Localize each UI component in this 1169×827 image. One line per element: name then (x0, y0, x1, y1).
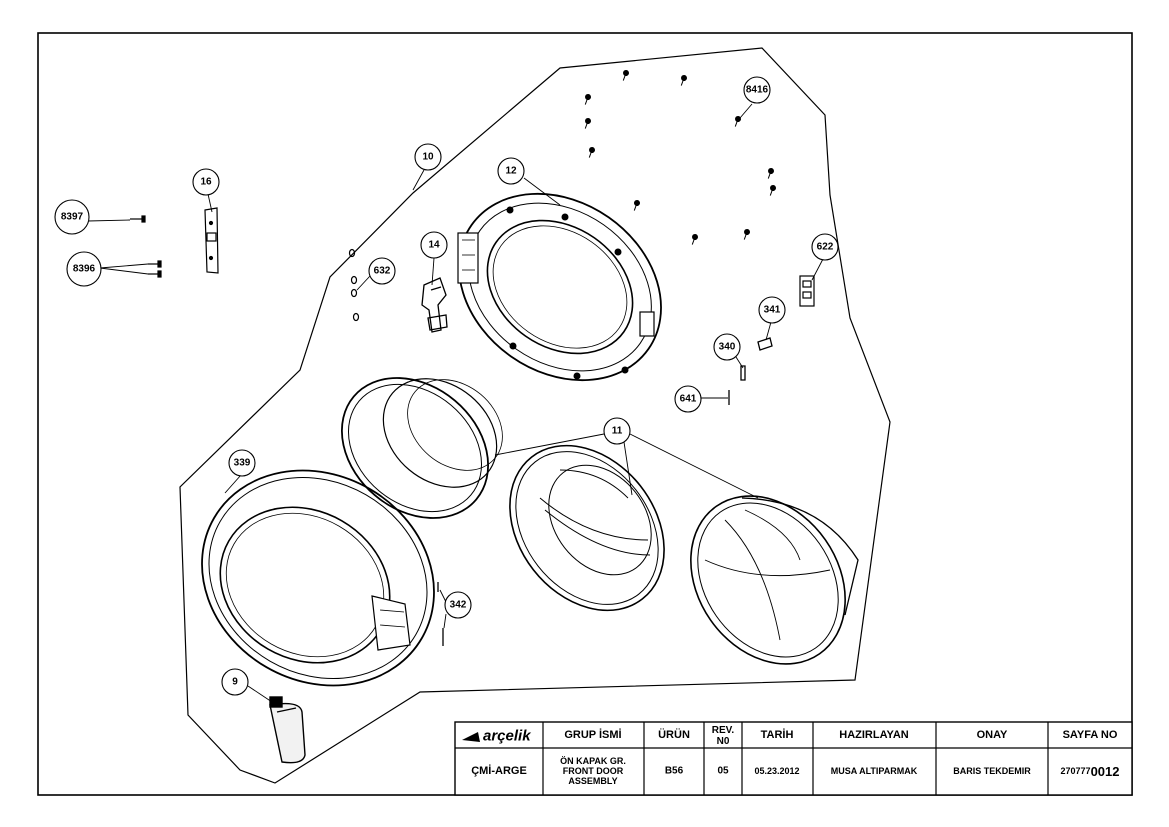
callout-641: 641 (674, 385, 702, 413)
assembly-outline (179, 47, 891, 784)
svg-text:632: 632 (374, 266, 391, 277)
header-group-name: GRUP İSMİ (564, 728, 621, 741)
date-value: 05.23.2012 (754, 766, 799, 776)
svg-text:12: 12 (505, 166, 517, 177)
callout-340: 340 (713, 333, 741, 361)
svg-text:11: 11 (612, 426, 623, 437)
hinge-plate (204, 207, 219, 274)
page-no-prefix: 270777 (1061, 766, 1091, 776)
callout-10: 10 (414, 143, 442, 171)
callout-339: 339 (228, 449, 256, 477)
header-prepared-by: HAZIRLAYAN (839, 729, 909, 741)
header-date: TARİH (761, 728, 794, 741)
svg-text:arçelik: arçelik (483, 728, 531, 745)
group-name-line-3: ASSEMBLY (568, 776, 617, 786)
sheet-border (37, 32, 1133, 796)
rev-value: 05 (717, 766, 729, 777)
leader-lines (87, 103, 824, 703)
callout-342: 342 (444, 591, 472, 619)
svg-text:340: 340 (719, 342, 736, 353)
callout-14: 14 (420, 231, 448, 259)
door-pin (437, 582, 444, 646)
callout-622: 622 (811, 233, 839, 261)
approved-by-value: BARIS TEKDEMIR (953, 766, 1031, 776)
dept-value: ÇMİ-ARGE (471, 764, 527, 777)
svg-text:14: 14 (428, 240, 440, 251)
door-frame-ring (457, 192, 662, 382)
door-glass-bowl (509, 444, 665, 612)
callout-8397: 8397 (54, 199, 90, 235)
svg-text:8397: 8397 (61, 212, 84, 223)
page-no-suffix: 0012 (1091, 764, 1120, 779)
door-lock (799, 275, 815, 307)
prepared-by-value: MUSA ALTIPARMAK (831, 766, 918, 776)
callout-632: 632 (368, 257, 396, 285)
svg-text:16: 16 (200, 177, 212, 188)
header-product: ÜRÜN (658, 728, 690, 741)
header-approved-by: ONAY (977, 729, 1008, 741)
callout-16: 16 (192, 168, 220, 196)
svg-text:641: 641 (680, 394, 697, 405)
group-name-line-1: ÖN KAPAK GR. (560, 756, 626, 766)
screw-group (584, 70, 776, 245)
callout-12: 12 (497, 157, 525, 185)
svg-text:622: 622 (817, 242, 834, 253)
door-handle (269, 696, 306, 764)
arcelik-logo: arçelik (462, 728, 531, 745)
outer-door-ring (201, 469, 435, 687)
header-page-no: SAYFA NO (1063, 729, 1118, 741)
door-glass-bowl-back (690, 495, 859, 665)
group-name-line-2: FRONT DOOR (563, 766, 624, 776)
header-rev: REV.N0 (712, 725, 735, 747)
svg-text:9: 9 (232, 677, 238, 688)
callout-8396: 8396 (66, 251, 102, 287)
hinge-screws (130, 215, 162, 278)
svg-text:341: 341 (764, 305, 781, 316)
page-no-value: 2707770012 (1061, 764, 1120, 779)
callout-9: 9 (221, 668, 249, 696)
callout-11: 11 (603, 417, 631, 445)
svg-text:339: 339 (234, 458, 251, 469)
hinge (421, 277, 448, 333)
product-value: B56 (665, 766, 684, 777)
svg-text:10: 10 (422, 152, 434, 163)
svg-text:8416: 8416 (746, 85, 769, 96)
svg-text:342: 342 (450, 600, 467, 611)
clip-group (348, 248, 360, 322)
title-block: arçelik GRUP İSMİ ÜRÜN REV.N0 TARİH HAZI… (454, 721, 1133, 796)
callout-8416: 8416 (743, 76, 771, 104)
svg-text:8396: 8396 (73, 264, 96, 275)
door-glass-ring (340, 377, 503, 519)
callout-341: 341 (758, 296, 786, 324)
